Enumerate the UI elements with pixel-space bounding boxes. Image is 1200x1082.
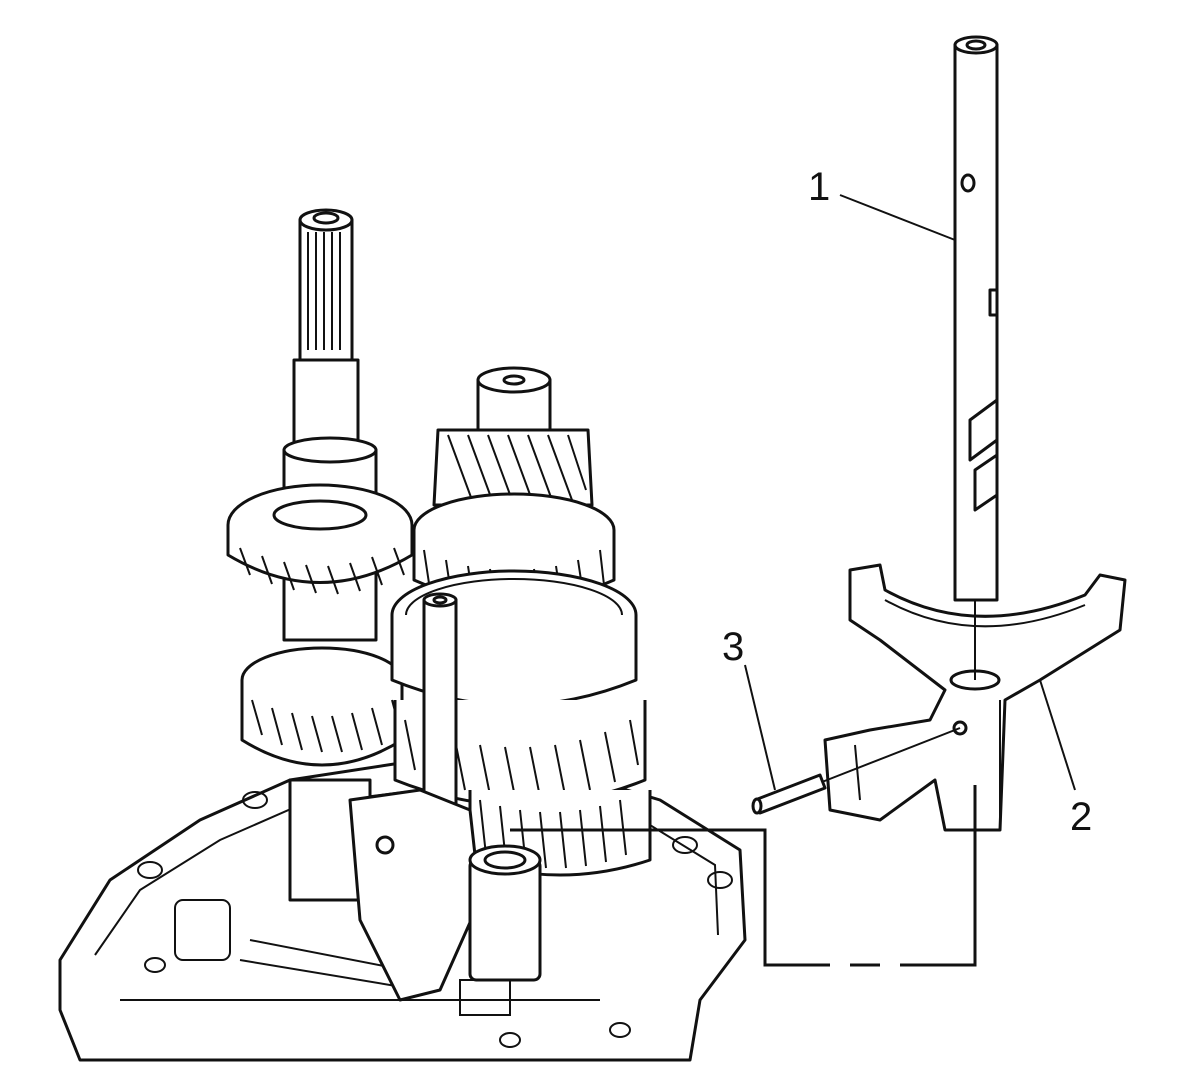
shift-fork-part-2 — [823, 563, 1127, 832]
alignment-lines — [510, 600, 977, 967]
callout-3: 3 — [722, 625, 776, 791]
callout-1: 1 — [808, 165, 956, 241]
callout-3-label: 3 — [722, 625, 744, 669]
output-shaft-gear-upper — [226, 483, 414, 595]
output-shaft-gear-lower — [240, 646, 404, 767]
callout-2: 2 — [1039, 679, 1092, 839]
roll-pin-part-3 — [751, 773, 827, 815]
callout-2-label: 2 — [1070, 795, 1092, 839]
shift-rail-part-1 — [953, 35, 999, 602]
installed-shift-fork — [348, 788, 542, 1002]
callout-1-label: 1 — [808, 165, 830, 209]
